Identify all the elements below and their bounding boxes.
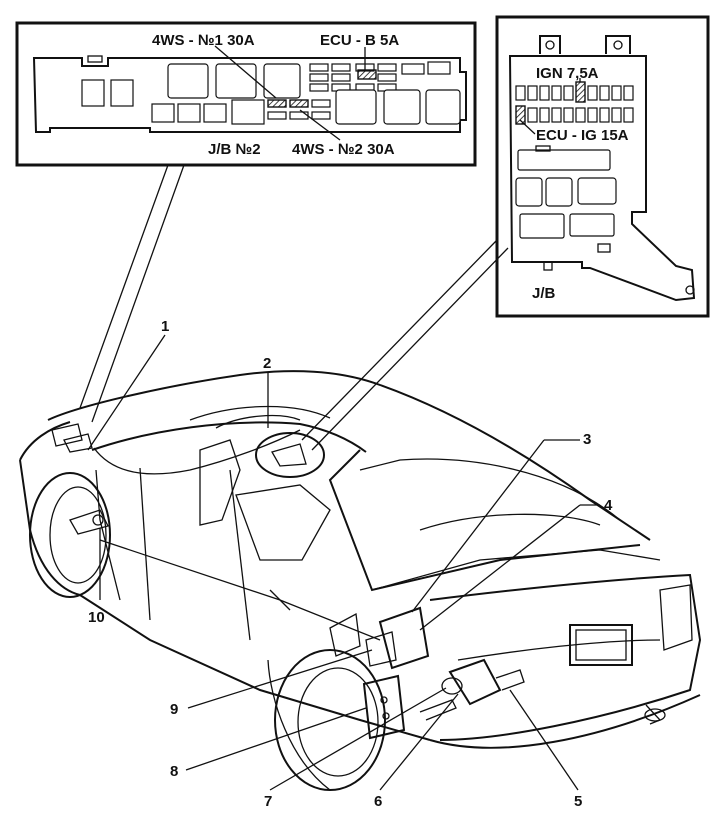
jb-no2-panel [32, 57, 467, 133]
4ws-no1-fuse-marker [267, 99, 287, 108]
license-plate [569, 624, 633, 666]
jb-no2-frame [15, 21, 477, 167]
4ws-relay [362, 674, 406, 740]
ecu-ig-fuse-marker [515, 105, 526, 125]
callout-9: 9 [170, 701, 178, 718]
callout-leaders [87, 334, 600, 791]
label-4ws-no1-30a: 4WS - №1 30A [152, 32, 255, 49]
front-wheel [29, 472, 111, 598]
callout-1: 1 [161, 318, 169, 335]
rear-steering-actuator [448, 658, 502, 706]
jb-body [508, 55, 696, 302]
callout-8: 8 [170, 763, 178, 780]
jb-fuse-grid [515, 81, 634, 125]
car-body [19, 370, 702, 791]
label-4ws-no2-30a: 4WS - №2 30A [292, 141, 395, 158]
callout-5: 5 [574, 793, 582, 810]
steering-wheel [255, 432, 325, 478]
label-ign-7-5a: IGN 7,5A [536, 65, 599, 82]
label-jb: J/B [532, 285, 556, 302]
components [51, 423, 525, 740]
inset-projection-lines [79, 164, 509, 451]
jb-no2-inset: 4WS - №1 30A ECU - B 5A J/B №2 4WS - №2 … [15, 21, 477, 167]
callout-6: 6 [374, 793, 382, 810]
callout-3: 3 [583, 431, 591, 448]
callout-2: 2 [263, 355, 271, 372]
label-jb-no2: J/B №2 [208, 141, 261, 158]
callout-10: 10 [88, 609, 105, 626]
callout-7: 7 [264, 793, 272, 810]
ign-fuse-marker [575, 81, 586, 103]
label-ecu-ig-15a: ECU - IG 15A [536, 127, 629, 144]
rear-wheel-angle-sensor [441, 677, 463, 695]
ecu-b-fuse-marker [357, 69, 377, 80]
callout-4: 4 [604, 497, 613, 514]
4ws-no2-fuse-marker [289, 99, 309, 108]
jb-inset: IGN 7,5A ECU - IG 15A J/B [495, 15, 710, 318]
label-ecu-b-5a: ECU - B 5A [320, 32, 399, 49]
4ws-ecu [378, 606, 430, 670]
jb-frame [495, 15, 710, 318]
front-wheel-angle-sensor [69, 509, 109, 535]
